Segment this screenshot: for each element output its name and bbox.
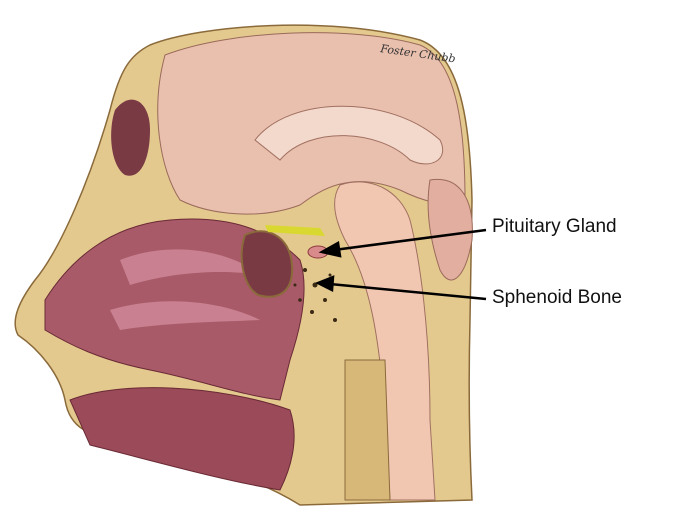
corpus-callosum bbox=[254, 105, 444, 165]
sphenoid-bone-label: Sphenoid Bone bbox=[492, 287, 622, 308]
sphenoid-bone-texture bbox=[293, 268, 337, 322]
optic-chiasm bbox=[265, 225, 325, 236]
nasal-turbinate bbox=[110, 301, 260, 330]
nasal-turbinate bbox=[120, 249, 260, 285]
cervical-vertebrae bbox=[344, 359, 391, 501]
pituitary-arrowhead bbox=[318, 241, 342, 258]
pituitary-arrow bbox=[333, 228, 487, 252]
brainstem bbox=[334, 181, 436, 501]
frontal-sinus bbox=[111, 99, 150, 176]
pointer-arrows bbox=[314, 228, 487, 301]
sphenoid-arrow bbox=[329, 282, 487, 301]
pituitary-gland-label: Pituitary Gland bbox=[492, 216, 617, 237]
cerebellum bbox=[427, 178, 473, 281]
oral-cavity bbox=[69, 387, 295, 491]
sphenoid-arrowhead bbox=[314, 275, 335, 292]
sphenoid-sinus bbox=[240, 230, 294, 298]
